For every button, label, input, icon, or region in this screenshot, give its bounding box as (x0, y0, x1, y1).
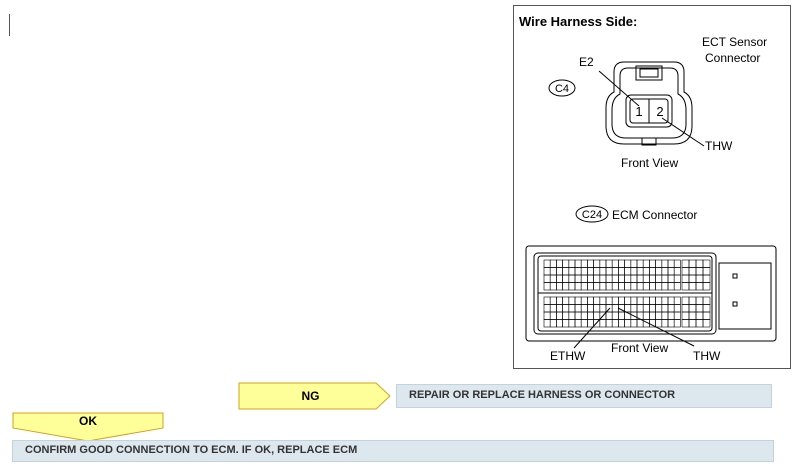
ng-arrow-shape (238, 382, 391, 410)
ect-e2-leader-line (598, 70, 640, 107)
ecm-front-view-label: Front View (611, 341, 668, 355)
ok-action-bar: CONFIRM GOOD CONNECTION TO ECM. IF OK, R… (12, 440, 774, 462)
ecm-pin-ethw-label: ETHW (550, 349, 586, 363)
connector-diagram: Wire Harness Side: ECT Sensor Connector … (519, 14, 777, 363)
ng-label: NG (301, 389, 320, 403)
ok-label: OK (79, 414, 97, 428)
text-cursor (9, 14, 10, 36)
ecm-pin-thw-label: THW (693, 349, 721, 363)
ecm-pin-grid (543, 259, 711, 328)
ok-action-text: CONFIRM GOOD CONNECTION TO ECM. IF OK, R… (25, 444, 358, 456)
ecm-connector-id: C24 (582, 209, 602, 221)
ok-arrow-shape (12, 412, 164, 442)
ect-pin-1: 1 (635, 104, 642, 119)
diagram-heading: Wire Harness Side: (519, 14, 637, 29)
connector-diagram-panel: Wire Harness Side: ECT Sensor Connector … (513, 5, 791, 369)
ect-pin-2: 2 (656, 104, 663, 119)
ect-connector-name-line2: Connector (705, 51, 760, 65)
ect-pin-thw-label: THW (705, 139, 733, 153)
ok-arrow: OK (12, 412, 164, 442)
ect-thw-leader-line (661, 117, 705, 147)
ect-connector-name-line1: ECT Sensor (702, 35, 767, 49)
ng-arrow: NG (238, 382, 392, 410)
ecm-connector-id-oval (575, 205, 609, 223)
ecm-ethw-leader-line (573, 307, 611, 349)
ect-front-view-label: Front View (621, 156, 678, 170)
ecm-thw-leader-line (617, 307, 695, 347)
ng-action-bar: REPAIR OR REPLACE HARNESS OR CONNECTOR (396, 384, 772, 408)
ecm-connector-shape (525, 245, 777, 342)
ect-connector-id-oval (548, 79, 576, 97)
ecm-connector-name: ECM Connector (612, 208, 697, 222)
ect-pin-e2-label: E2 (579, 55, 594, 69)
ect-connector-id: C4 (555, 83, 569, 95)
ect-connector-shape (605, 61, 693, 146)
ng-action-text: REPAIR OR REPLACE HARNESS OR CONNECTOR (409, 389, 676, 401)
